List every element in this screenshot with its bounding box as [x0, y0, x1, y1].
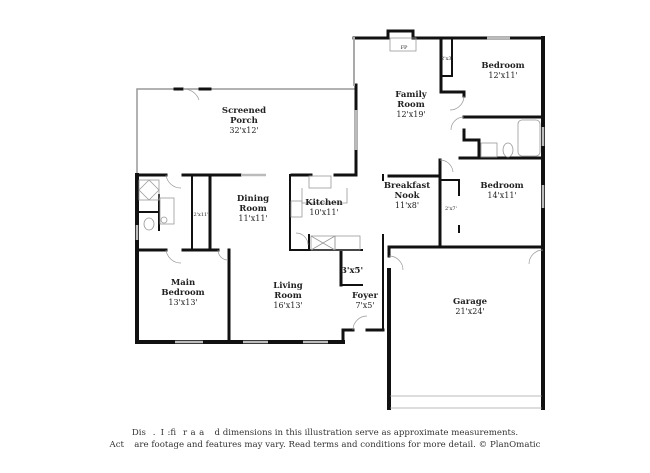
walls: [135, 29, 545, 410]
garage-door-icon: [388, 255, 404, 271]
fireplace-icon: [389, 37, 417, 52]
stove-icon: [290, 200, 303, 218]
label-closet-main: 2'x11': [193, 212, 209, 218]
bath-toilet-icon: [502, 142, 514, 158]
porch-door-icon: [182, 88, 200, 101]
front-door-icon: [352, 315, 368, 331]
bath-door-icon: [165, 174, 182, 189]
windows: [135, 36, 545, 344]
label-fireplace: FP: [400, 45, 408, 51]
door-swings: [165, 88, 544, 331]
disclaimer-line-2: Act are footage and features may vary. R…: [109, 440, 541, 450]
toilet-icon: [143, 217, 155, 231]
kitchen-sink-icon: [308, 175, 332, 189]
shower-icon: [138, 179, 160, 201]
bath-sink-icon: [480, 142, 498, 158]
disclaimer-line-1: Dis . I :fi r a a d dimensions in this i…: [131, 428, 519, 438]
fixtures: [138, 37, 541, 251]
bathtub-icon: [517, 119, 541, 157]
label-closet-bed2: 2'x3': [441, 56, 453, 62]
label-closet-bed3: 2'x7': [445, 206, 457, 212]
label-foyer-closet: 3'x5': [340, 266, 364, 276]
